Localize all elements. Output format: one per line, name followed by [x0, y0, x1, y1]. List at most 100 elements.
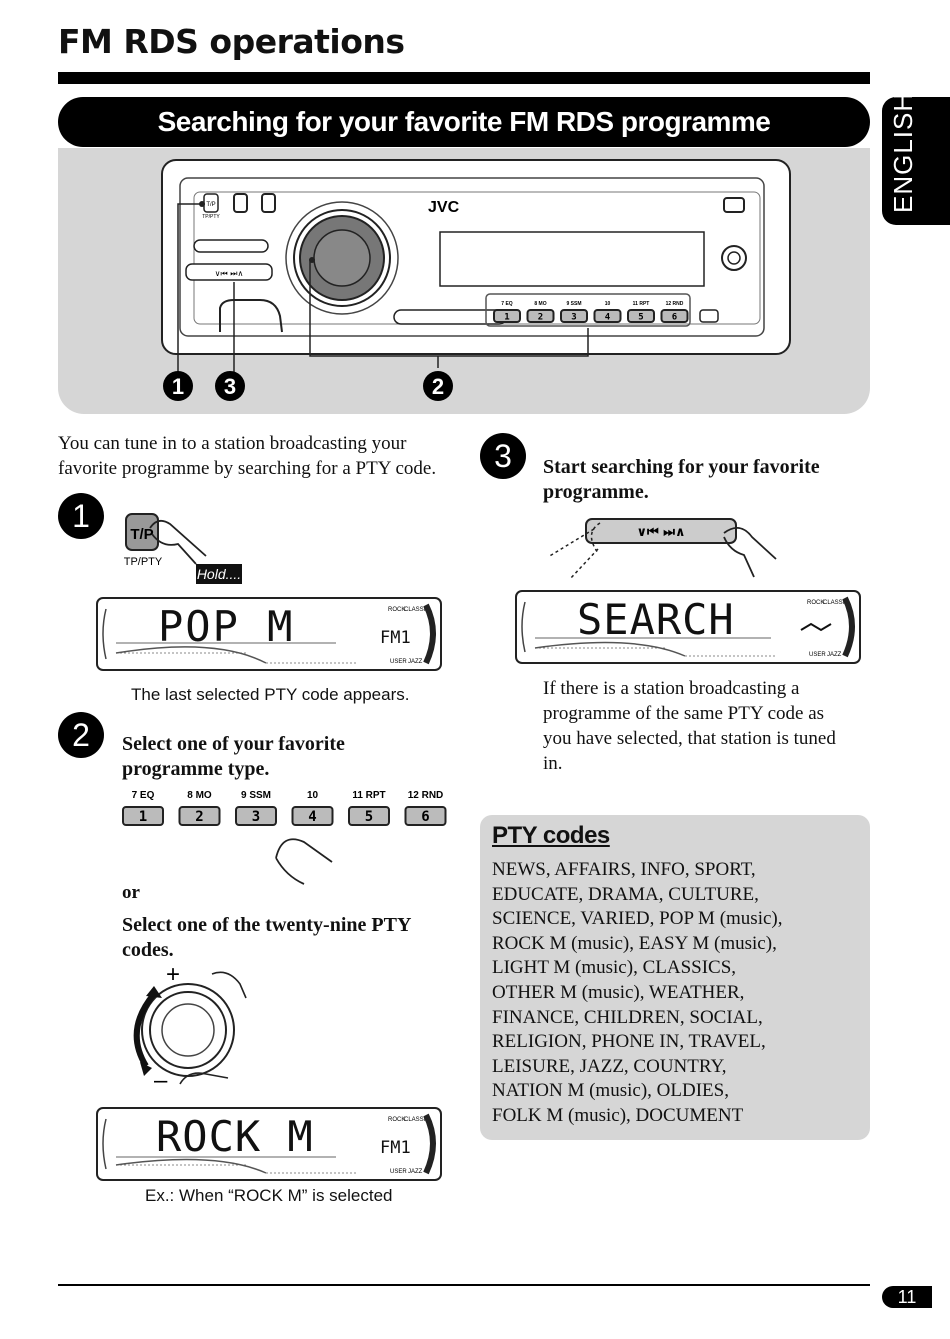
preset-label: 10 [605, 301, 611, 307]
intro-line: favorite programme by searching for a PT… [58, 458, 437, 479]
pty-code-line: EDUCATE, DRAMA, CULTURE, [492, 883, 759, 905]
preset-button-2 [178, 806, 221, 826]
svg-text:CLASSIC: CLASSIC [823, 600, 849, 606]
footer-rule [58, 1284, 870, 1286]
preset-button-3 [560, 309, 588, 323]
preset-button-5 [627, 309, 655, 323]
preset-label: 8 MO [187, 790, 212, 801]
pty-code-line: LEISURE, JAZZ, COUNTRY, [492, 1055, 727, 1077]
language-tab: ENGLISH [882, 92, 950, 225]
svg-text:JAZZ: JAZZ [408, 659, 423, 665]
preset-number: 3 [252, 809, 260, 825]
plus-label: + [166, 961, 180, 988]
svg-text:TP/PTY: TP/PTY [124, 556, 163, 568]
svg-text:JAZZ: JAZZ [827, 652, 842, 658]
pty-code-line: SCIENCE, VARIED, POP M (music), [492, 908, 783, 930]
svg-text:∨⏮ ⏭∧: ∨⏮ ⏭∧ [636, 525, 685, 540]
page-title: FM RDS operations [58, 22, 405, 61]
svg-text:∨⏮ ⏭∧: ∨⏮ ⏭∧ [215, 269, 244, 278]
lcd-main-text: SEARCH [577, 595, 735, 644]
preset-button-5 [348, 806, 390, 826]
step-2-number: 2 [58, 712, 104, 758]
pty-code-line: FINANCE, CHILDREN, SOCIAL, [492, 1006, 763, 1028]
preset-number: 6 [421, 809, 429, 825]
rotate-arrow-icon [133, 992, 157, 1068]
preset-number: 6 [672, 312, 677, 322]
tp-hold-illustration: T/P TP/PTY Hold.... [124, 513, 242, 584]
finger-icon [149, 519, 207, 557]
seek-button-icon [185, 263, 273, 281]
preset-number: 2 [538, 312, 543, 322]
minus-label: – [154, 1067, 168, 1094]
svg-text:ROCK: ROCK [388, 607, 405, 613]
tp-button-label: T/P [206, 202, 215, 208]
pty-codes-title: PTY codes [492, 822, 610, 849]
step-2-caption: Ex.: When “ROCK M” is selected [145, 1186, 393, 1205]
finger-icon [211, 971, 247, 999]
step-2-heading: Select one of your favorite programme ty… [122, 733, 345, 780]
step-3-heading: Start searching for your favorite progra… [543, 456, 820, 503]
dial-rotate-illustration: + – [133, 961, 247, 1094]
svg-text:USER: USER [809, 652, 826, 658]
preset-number: 4 [605, 312, 611, 322]
preset-button-2 [526, 309, 555, 323]
svg-text:CLASSIC: CLASSIC [404, 1117, 430, 1123]
svg-text:T/P: T/P [130, 526, 153, 543]
lcd-main-text: POP M [158, 602, 294, 651]
pty-code-line: LIGHT M (music), CLASSICS, [492, 957, 737, 979]
pty-code-line: NATION M (music), OLDIES, [492, 1080, 729, 1102]
callout-3-icon [215, 371, 245, 401]
seek-press-illustration: ∨⏮ ⏭∧ [547, 518, 777, 580]
language-tab-label: ENGLISH [888, 91, 918, 213]
pty-code-line: OTHER M (music), WEATHER, [492, 981, 745, 1003]
preset-number: 4 [308, 809, 316, 825]
preset-label: 7 EQ [132, 790, 155, 801]
preset-number: 1 [504, 312, 509, 322]
pty-code-line: FOLK M (music), DOCUMENT [492, 1104, 744, 1126]
tp-button-icon [125, 513, 159, 551]
svg-text:2: 2 [432, 374, 444, 399]
lcd-band-text: FM1 [380, 628, 411, 648]
callout-1-icon [163, 371, 193, 401]
seek-button-icon [585, 518, 737, 544]
preset-label: 9 SSM [241, 790, 271, 801]
lcd-band-text: FM1 [380, 1138, 411, 1158]
preset-button-4 [291, 806, 334, 826]
step-2-alt-heading: Select one of the twenty-nine PTY codes. [122, 914, 412, 961]
preset-button-4 [593, 309, 622, 323]
pty-codes-list: NEWS, AFFAIRS, INFO, SPORT, EDUCATE, DRA… [492, 858, 862, 1129]
preset-button-6 [404, 806, 447, 826]
svg-text:USER: USER [390, 659, 407, 665]
preset-label: 8 MO [534, 301, 546, 307]
finger-icon [723, 527, 777, 560]
finger-icon [275, 838, 333, 863]
pty-code-line: NEWS, AFFAIRS, INFO, SPORT, [492, 859, 756, 880]
step-3-body: If there is a station broadcasting a pro… [543, 678, 836, 774]
tp-pty-label: TP/PTY [202, 214, 220, 220]
callout-2-icon [423, 371, 453, 401]
hold-label: Hold.... [197, 566, 241, 582]
preset-label: 12 RND [408, 790, 444, 801]
step-3-number: 3 [480, 433, 526, 479]
svg-text:ROCK: ROCK [807, 600, 824, 606]
step-1-caption: The last selected PTY code appears. [131, 685, 410, 704]
svg-text:1: 1 [172, 374, 184, 399]
display-window [439, 231, 705, 287]
preset-button-3 [235, 806, 277, 826]
preset-label: 11 RPT [352, 790, 385, 801]
preset-label: 10 [307, 790, 319, 801]
preset-label: 9 SSM [566, 301, 581, 307]
pty-code-line: RELIGION, PHONE IN, TRAVEL, [492, 1031, 766, 1053]
pty-code-line: ROCK M (music), EASY M (music), [492, 932, 777, 954]
lcd-display-rock: ROCK M FM1 ROCK CLASSIC USER JAZZ [96, 1107, 442, 1181]
preset-number: 3 [571, 312, 576, 322]
preset-button-1 [493, 309, 521, 323]
preset-label: 11 RPT [633, 301, 650, 307]
step-1-number: 1 [58, 493, 104, 539]
or-text: or [122, 882, 140, 903]
brand-logo: JVC [428, 199, 460, 216]
preset-button-6 [660, 309, 689, 323]
preset-label: 7 EQ [501, 301, 513, 307]
